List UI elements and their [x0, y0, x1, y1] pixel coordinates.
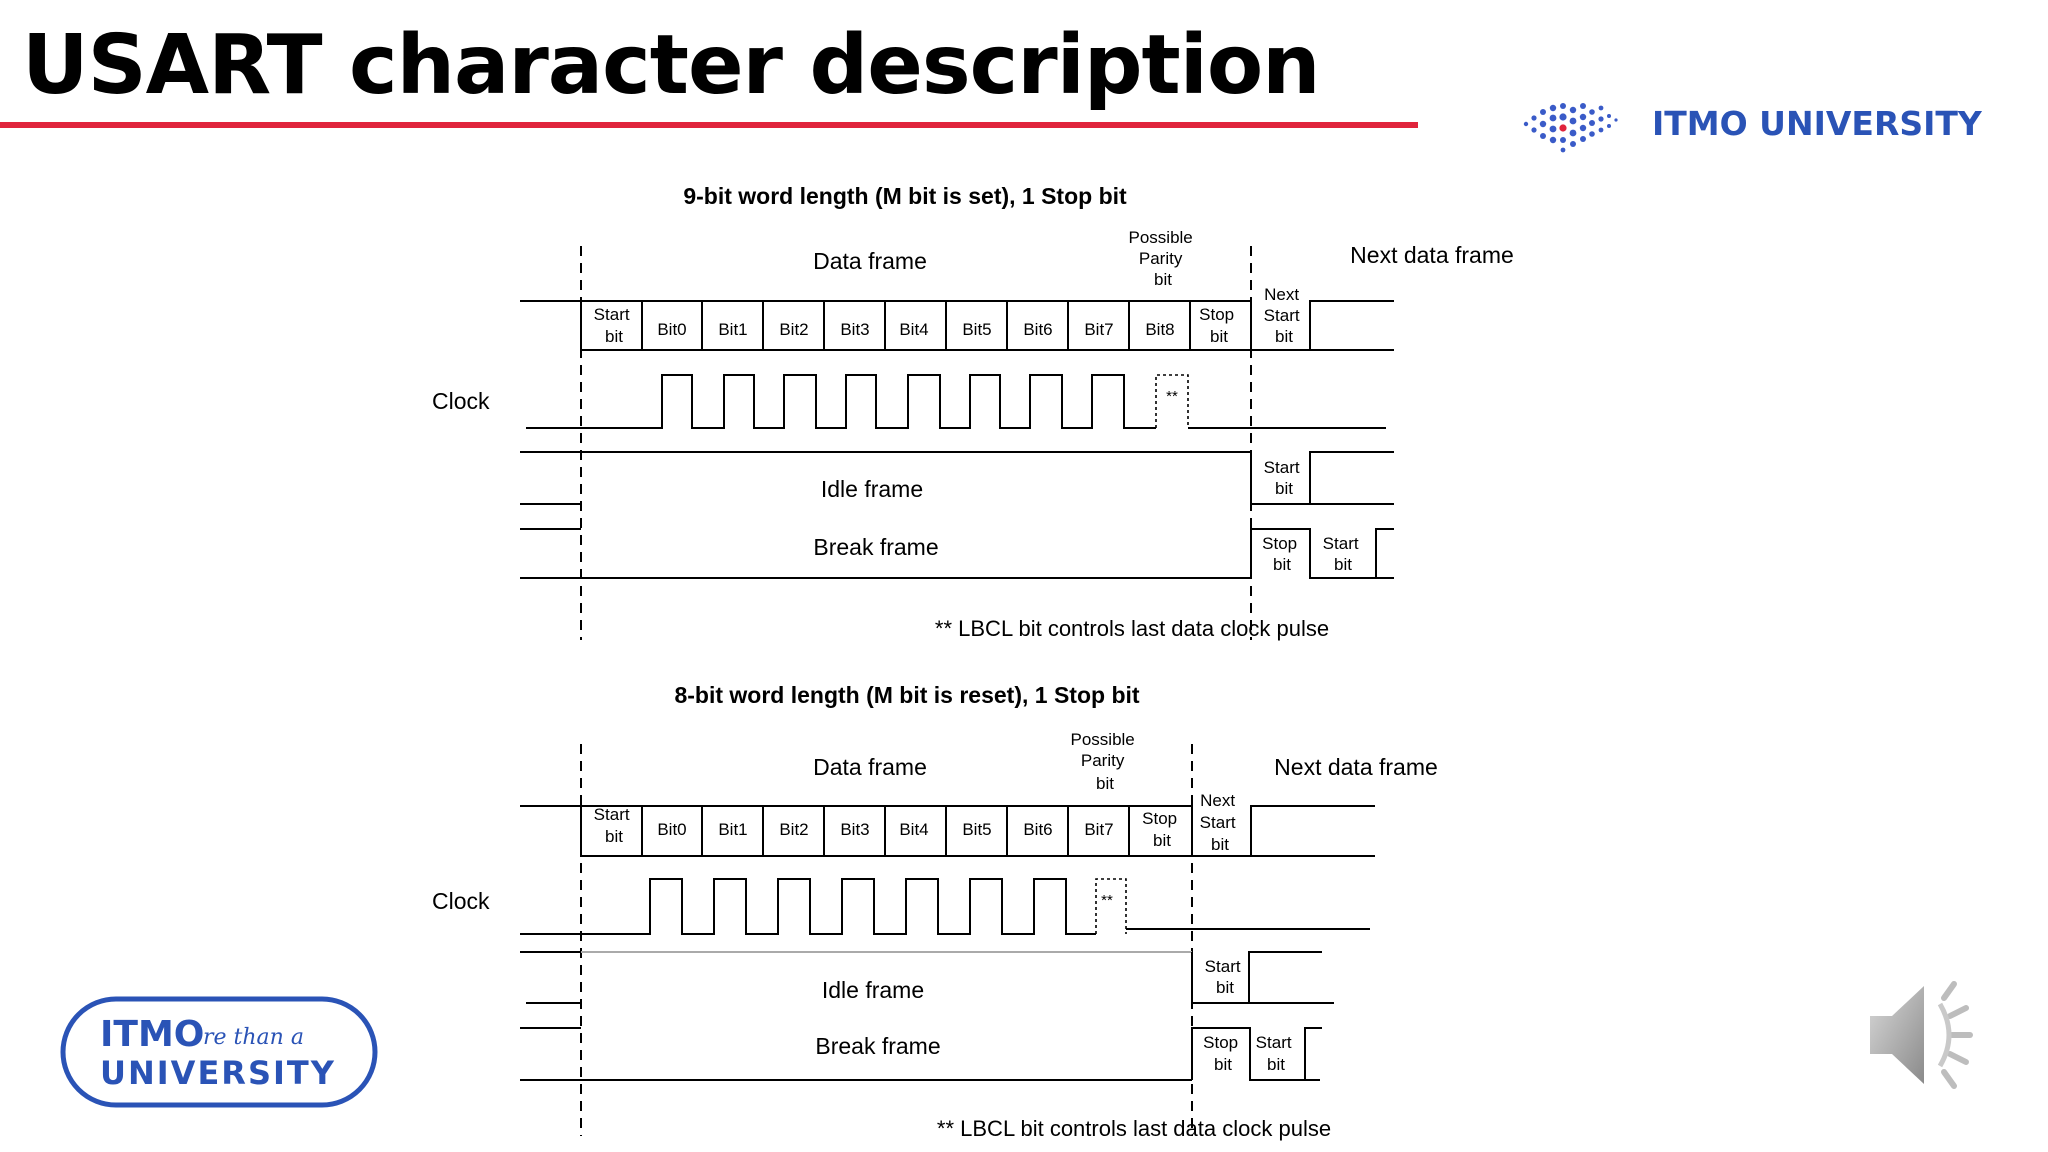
bit-label: Bit5: [962, 320, 991, 339]
idle-start-bit-label: Start bit: [1205, 957, 1246, 997]
itmo-more-than-a-university-logo: ITMO re than a UNIVERSITY: [60, 996, 378, 1108]
badge-itmo: ITMO: [100, 1014, 204, 1055]
clock-waveform: [520, 878, 1096, 935]
bit-dividers: [641, 806, 1130, 856]
next-data-frame-label: Next data frame: [1350, 242, 1514, 268]
itmo-dots-logo-icon: [1523, 103, 1618, 153]
speaker-icon[interactable]: [1858, 960, 2008, 1110]
diagram-8bit: 8-bit word length (M bit is reset), 1 St…: [432, 682, 1438, 1141]
diagram-9bit: 9-bit word length (M bit is set), 1 Stop…: [432, 183, 1514, 641]
last-pulse-mark: **: [1101, 892, 1113, 909]
bit-label: Bit4: [899, 320, 928, 339]
break-start-bit-label: Start bit: [1256, 1033, 1297, 1074]
idle-start-bit-label: Start bit: [1264, 458, 1305, 498]
footnote: ** LBCL bit controls last data clock pul…: [937, 1116, 1331, 1141]
itmo-logo: [1523, 103, 1618, 153]
data-frame-label: Data frame: [813, 248, 927, 274]
break-stop-bit-label: Stop bit: [1262, 534, 1302, 574]
footnote: ** LBCL bit controls last data clock pul…: [935, 616, 1329, 641]
slide-title: USART character description: [22, 18, 1321, 113]
start-bit-label: Start bit: [594, 805, 635, 846]
bit-label: Bit5: [962, 820, 991, 839]
stop-bit-label: Stop bit: [1199, 305, 1239, 346]
bit-label: Bit6: [1023, 320, 1052, 339]
clock-label: Clock: [432, 888, 490, 914]
bit-dividers: [641, 301, 1191, 350]
bit-row: [580, 805, 1193, 857]
bit-row: [580, 300, 1252, 351]
badge-university: UNIVERSITY: [100, 1054, 336, 1092]
parity-label: Possible Parity bit: [1071, 730, 1140, 793]
bit-label: Bit1: [718, 820, 747, 839]
diagram-heading: 9-bit word length (M bit is set), 1 Stop…: [683, 183, 1127, 209]
badge-tagline: re than a: [203, 1025, 304, 1050]
idle-frame-label: Idle frame: [821, 476, 923, 502]
title-underline: [0, 122, 1418, 128]
bit-label: Bit2: [779, 820, 808, 839]
parity-label: Possible Parity bit: [1129, 228, 1198, 289]
break-frame-label: Break frame: [815, 1033, 940, 1059]
clock-label: Clock: [432, 388, 490, 414]
break-start-bit-label: Start bit: [1323, 534, 1364, 574]
next-data-frame-label: Next data frame: [1274, 754, 1438, 780]
last-clock-pulse: [1155, 374, 1189, 428]
last-pulse-mark: **: [1166, 388, 1178, 405]
bit-label: Bit2: [779, 320, 808, 339]
clock-waveform: [526, 374, 1156, 429]
bit-label: Bit1: [718, 320, 747, 339]
data-frame-label: Data frame: [813, 754, 927, 780]
bit-label: Bit4: [899, 820, 928, 839]
bit-label: Bit7: [1084, 320, 1113, 339]
diagram-heading: 8-bit word length (M bit is reset), 1 St…: [674, 682, 1139, 708]
bit-label: Bit7: [1084, 820, 1113, 839]
brand-name: ITMO UNIVERSITY: [1652, 104, 1982, 143]
bit-label: Bit0: [657, 320, 686, 339]
bit-label: Bit6: [1023, 820, 1052, 839]
stop-bit-label: Stop bit: [1142, 809, 1182, 850]
bit-label: Bit0: [657, 820, 686, 839]
idle-frame-label: Idle frame: [822, 977, 924, 1003]
break-frame-label: Break frame: [813, 534, 938, 560]
start-bit-label: Start bit: [594, 305, 635, 346]
next-start-bit-label: Next Start bit: [1264, 285, 1305, 346]
next-start-bit-label: Next Start bit: [1200, 791, 1241, 854]
break-stop-bit-label: Stop bit: [1203, 1033, 1243, 1074]
bit-label: Bit3: [840, 320, 869, 339]
bit-label: Bit3: [840, 820, 869, 839]
bit-label: Bit8: [1145, 320, 1174, 339]
